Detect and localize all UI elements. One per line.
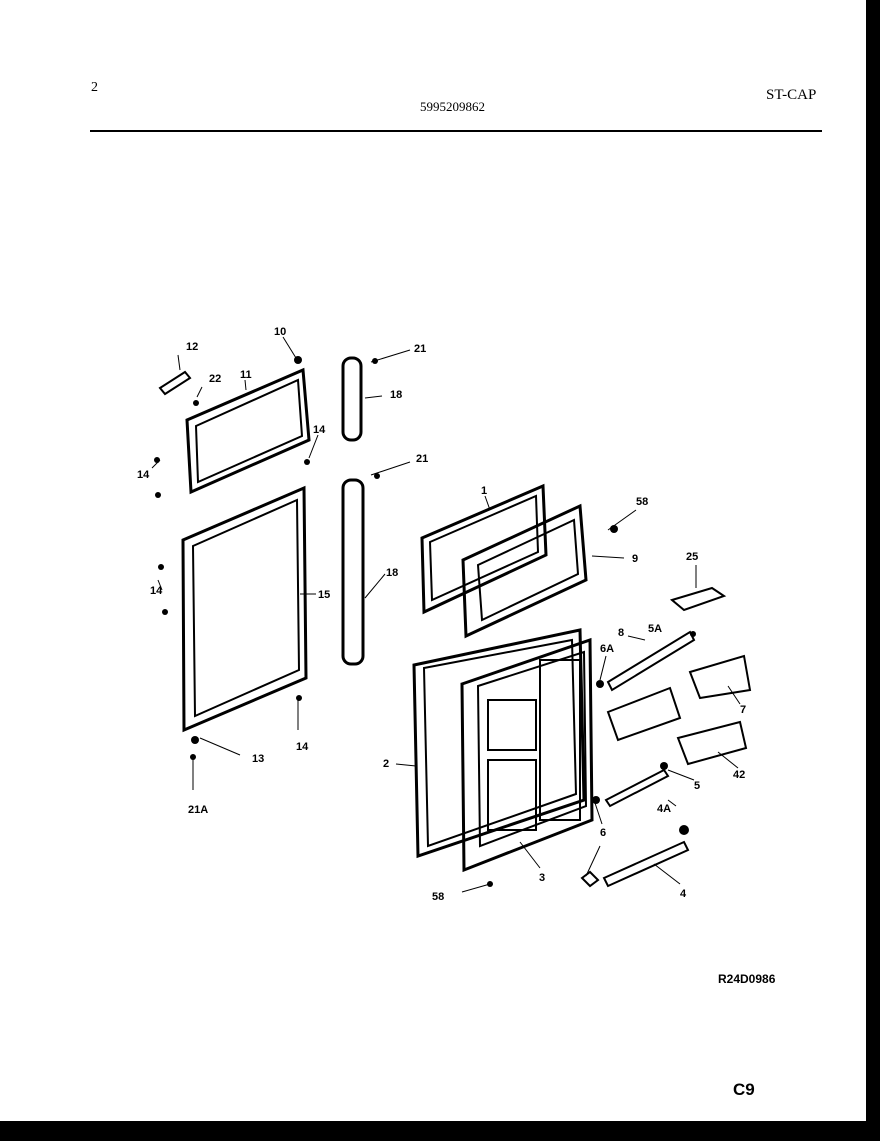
callout-42: 42 (733, 769, 745, 781)
callout-21A: 21A (188, 804, 208, 816)
part-number: 5995209862 (420, 99, 485, 114)
part-3-pocket-side (539, 659, 581, 821)
callout-6: 6 (600, 827, 606, 839)
part-7-shelf-b (606, 686, 682, 742)
part-8-bar (606, 630, 696, 692)
part-11-freezer-frame (185, 367, 311, 495)
callout-21-upper: 21 (414, 343, 426, 355)
callout-21-lower: 21 (416, 453, 428, 465)
callout-4: 4 (680, 888, 687, 900)
part-9-inner (476, 518, 580, 622)
callout-14-lower: 14 (296, 741, 309, 753)
callout-58-upper: 58 (636, 496, 648, 508)
part-18-upper-rail (341, 356, 363, 442)
part-4-bar (602, 840, 690, 888)
callout-25: 25 (686, 551, 698, 563)
callout-9: 9 (632, 553, 638, 565)
callout-3: 3 (539, 872, 545, 884)
part-3-fresh-liner (460, 637, 594, 873)
header-rule (90, 130, 822, 132)
scan-border-bottom (0, 1121, 880, 1141)
callout-11: 11 (240, 369, 252, 381)
callout-8: 8 (618, 627, 624, 639)
callout-14-upper-right: 14 (313, 424, 326, 436)
part-18-lower-rail (341, 478, 365, 666)
callout-6A: 6A (600, 643, 614, 655)
callout-12: 12 (186, 341, 198, 353)
callout-18-lower: 18 (386, 567, 398, 579)
part-2-gasket (412, 628, 586, 859)
part-15-fresh-frame (181, 485, 308, 733)
part-2-inner (422, 638, 578, 848)
exploded-parts-diagram: 12 22 11 10 21 18 14 14 21 18 15 14 13 1… (137, 326, 752, 903)
part-25-cover (669, 586, 727, 612)
callout-7: 7 (740, 704, 746, 716)
part-4a-bar (604, 768, 670, 808)
callout-14-lower-left: 14 (150, 585, 163, 597)
callout-18-upper: 18 (390, 389, 402, 401)
page-code: C9 (733, 1080, 755, 1099)
callout-14-upper-left: 14 (137, 469, 150, 481)
callout-13: 13 (252, 753, 264, 765)
part-1-gasket (420, 483, 548, 615)
page-number: 2 (91, 80, 98, 95)
callout-5: 5 (694, 780, 700, 792)
callout-58-lower: 58 (432, 891, 444, 903)
callout-4A: 4A (657, 803, 671, 815)
part-15-inner (191, 498, 301, 718)
part-9-freezer-liner (461, 503, 588, 639)
part-12-bracket (158, 370, 192, 396)
part-3-pocket-bottom (487, 759, 537, 831)
part-6-clip (580, 870, 600, 888)
model-code: ST-CAP (766, 87, 817, 103)
diagram-reference-code: R24D0986 (718, 972, 776, 986)
part-7-shelf-a (688, 654, 752, 700)
callout-5A: 5A (648, 623, 662, 635)
callout-15: 15 (318, 589, 330, 601)
part-3-inner (476, 650, 588, 848)
part-3-pocket-top (487, 699, 537, 751)
part-1-inner (428, 494, 540, 602)
callout-22: 22 (209, 373, 221, 385)
part-11-inner (194, 378, 304, 484)
callout-10: 10 (274, 326, 286, 338)
part-42-bin (676, 720, 748, 766)
callout-2: 2 (383, 758, 389, 770)
callout-1: 1 (481, 485, 487, 497)
scan-border-right (866, 0, 880, 1141)
